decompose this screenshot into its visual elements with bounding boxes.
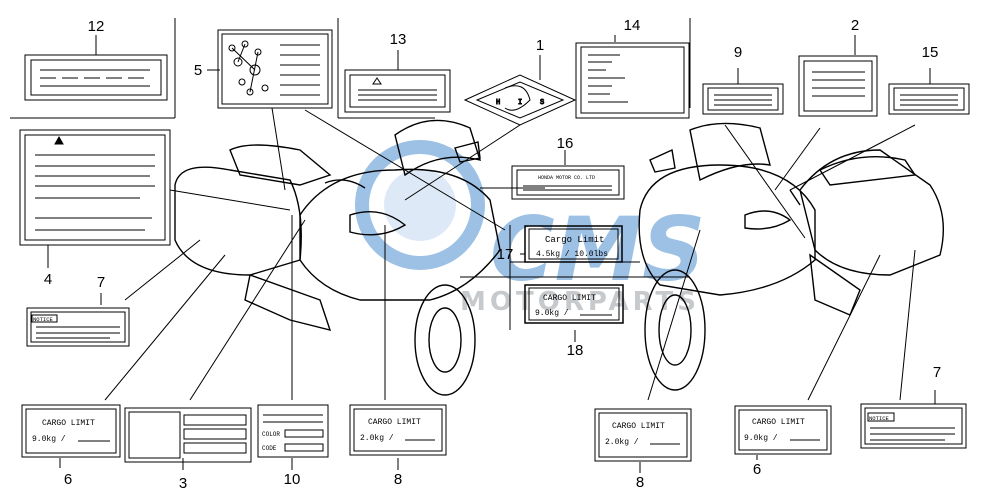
callout-1: 1	[536, 37, 544, 54]
label-13	[344, 69, 451, 113]
label-6-right-value: 9.0kg /	[744, 434, 778, 443]
callout-16: 16	[557, 135, 574, 152]
label-15	[888, 83, 970, 115]
label-4	[19, 129, 171, 246]
label-7-left: NOTICE	[26, 307, 130, 347]
watermark: CMS MOTORPARTS	[355, 140, 706, 317]
callout-9: 9	[734, 44, 742, 61]
label-16: HONDA MOTOR CO. LTD	[511, 165, 625, 200]
callout-8-right: 8	[636, 474, 644, 491]
leader-lines	[47, 35, 936, 473]
label-7-right-notice: NOTICE	[869, 415, 890, 422]
label-10: COLOR CODE	[257, 404, 329, 458]
callout-6-right: 6	[753, 461, 761, 478]
watermark-subtitle: MOTORPARTS	[460, 287, 700, 317]
label-18: CARGO LIMIT 9.0kg /	[524, 284, 624, 324]
label-8-right: CARGO LIMIT 2.0kg /	[594, 408, 692, 462]
label-7-left-notice: NOTICE	[33, 316, 54, 323]
divider-lines	[10, 18, 691, 330]
label-6-right-title: CARGO LIMIT	[752, 418, 805, 427]
label-10-code: CODE	[262, 445, 277, 452]
label-8-left-value: 2.0kg /	[360, 434, 394, 443]
callout-5: 5	[194, 62, 202, 79]
callout-6-left: 6	[64, 471, 72, 488]
label-10-color: COLOR	[262, 431, 280, 438]
callout-12: 12	[88, 18, 105, 35]
svg-text:I: I	[518, 99, 522, 107]
callout-7-right: 7	[933, 364, 941, 381]
label-8-right-title: CARGO LIMIT	[612, 422, 665, 431]
label-6-right: CARGO LIMIT 9.0kg /	[734, 405, 832, 455]
motorcycle-left-illustration	[174, 119, 501, 396]
label-12	[24, 54, 168, 101]
callout-10: 10	[284, 471, 301, 488]
watermark-brand: CMS	[490, 198, 706, 301]
callout-17: 17	[497, 246, 514, 263]
label-8-left: CARGO LIMIT 2.0kg /	[349, 404, 447, 456]
svg-text:H: H	[496, 99, 500, 107]
label-9	[702, 83, 784, 115]
callout-8-left: 8	[394, 471, 402, 488]
label-6-left-title: CARGO LIMIT	[42, 419, 95, 428]
callout-7-left: 7	[97, 274, 105, 291]
label-17-title: Cargo Limit	[545, 235, 604, 245]
label-7-right: NOTICE	[860, 403, 967, 449]
callout-3: 3	[179, 475, 187, 492]
label-17-value: 4.5kg / 10.0lbs	[536, 250, 608, 259]
label-6-left-value: 9.0kg /	[32, 435, 66, 444]
callout-numbers: 1 2 3 4 5 6 6 7 7 8 8 9 10 12 13 14 15 1…	[44, 17, 941, 492]
label-18-title: CARGO LIMIT	[543, 294, 596, 303]
callout-15: 15	[922, 44, 939, 61]
label-5	[217, 29, 333, 109]
callout-14: 14	[624, 17, 641, 34]
label-8-right-value: 2.0kg /	[605, 438, 639, 447]
callout-18: 18	[567, 342, 584, 359]
label-3	[124, 407, 252, 463]
label-1-emblem: H I S	[463, 74, 577, 126]
callout-13: 13	[390, 31, 407, 48]
svg-text:S: S	[540, 99, 544, 107]
label-17: Cargo Limit 4.5kg / 10.0lbs	[524, 225, 623, 263]
label-16-brand: HONDA MOTOR CO. LTD	[538, 175, 595, 181]
motorcycle-right-illustration	[638, 122, 945, 391]
label-2	[798, 55, 878, 117]
label-6-left: CARGO LIMIT 9.0kg /	[21, 404, 121, 458]
callout-4: 4	[44, 271, 52, 288]
label-8-left-title: CARGO LIMIT	[368, 418, 421, 427]
label-18-value: 9.0kg /	[535, 309, 569, 318]
label-14	[575, 42, 690, 119]
callout-2: 2	[851, 17, 859, 34]
